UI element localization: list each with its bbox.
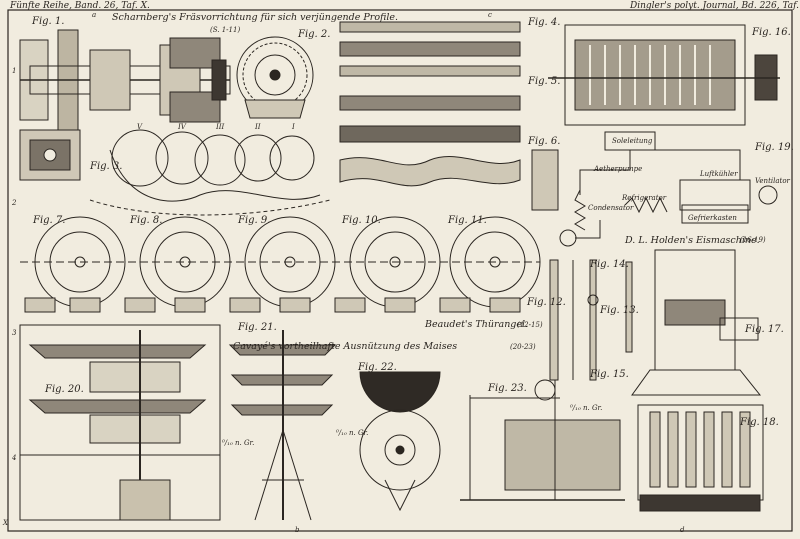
fig17-press [631,249,762,396]
fig16-drum [548,24,780,126]
border-mark-c: c [488,11,492,19]
fig-3-label: Fig. 3. [90,161,123,172]
fig-10-label: Fig. 10. [342,215,381,226]
header-right: Dingler's polyt. Journal, Bd. 226, Taf. … [630,1,800,11]
header-left: Fünfte Reihe, Band. 26, Taf. X. [10,1,150,11]
fig20-mill [19,324,221,521]
fig-5-label: Fig. 5. [528,76,561,87]
border-mark-corner: X [3,519,8,527]
fig-20-label: Fig. 20. [45,384,84,395]
fig-21-label: Fig. 21. [238,322,277,333]
fig19-ventilator: Ventilator [755,177,790,185]
fig23-machine [460,379,625,501]
fig12-15-hinge [549,259,633,381]
fig19-schematic [559,131,778,247]
scale-fig21: ⁰/₁₀ n. Gr. [222,439,255,447]
roman-ii: II [255,123,261,131]
fig-19-label: Fig. 19. [755,142,794,153]
fig-17-label: Fig. 17. [745,324,784,335]
fig-22-label: Fig. 22. [358,362,397,373]
fig19-gefrierkasten: Gefrierkasten [688,214,737,222]
fig-16-label: Fig. 16. [752,27,791,38]
fig-6-label: Fig. 6. [528,136,561,147]
fig19-soleleitung: Soleleitung [612,137,653,145]
title-scharnberg: Scharnberg's Fräsvorrichtung für sich ve… [112,12,399,23]
fig-23-label: Fig. 23. [488,383,527,394]
scale-fig23: ⁰/₁₀ n. Gr. [570,404,603,412]
roman-iv: IV [178,123,186,131]
fig22-wheel [359,371,441,512]
roman-v: V [137,123,143,131]
border-mark-4: 4 [12,454,17,462]
roman-i: I [292,123,295,131]
fig18-tank [637,404,764,512]
fig-8-label: Fig. 8. [130,215,163,226]
title-scharnberg-ref: (S. 1-11) [210,26,241,34]
title-beaudet-ref: (12-15) [517,321,543,329]
border-mark-a: a [92,11,97,19]
fig-11-label: Fig. 11. [448,215,487,226]
border-mark-b: b [295,526,300,534]
fig-1-label: Fig. 1. [32,16,65,27]
fig-13-label: Fig. 13. [600,305,639,316]
fig-15-label: Fig. 15. [590,369,629,380]
title-cavaye-ref: (20-23) [510,343,536,351]
roman-iii: III [216,123,225,131]
title-beaudet: Beaudet's Thürangel. [425,319,529,330]
fig7-11-wheels [20,216,541,313]
fig19-condensator: Condensator [588,204,634,212]
fig19-luftkuehler: Luftkühler [700,170,738,178]
title-cavaye: Cavayé's vortheilhafte Ausnützung des Ma… [233,341,458,352]
border-mark-2: 2 [12,199,17,207]
fig21-column [228,330,337,521]
title-holden-ref: (16-19) [740,236,766,244]
fig-7-label: Fig. 7. [33,215,66,226]
title-holden: D. L. Holden's Eismaschine. [625,235,760,246]
fig-12-label: Fig. 12. [527,297,566,308]
fig3-cutters [89,129,331,216]
fig-14-label: Fig. 14. [590,259,629,270]
fig-18-label: Fig. 18. [740,417,779,428]
border-mark-1: 1 [12,67,17,75]
fig19-refrigerator: Refrigerator [622,194,667,202]
fig19-aetherpumpe: Aetherpumpe [594,165,643,173]
scale-fig22: ⁰/₁₀ n. Gr. [336,429,369,437]
fig-4-label: Fig. 4. [528,17,561,28]
border-mark-d: d [680,526,685,534]
plate-border [7,9,793,532]
fig-9-label: Fig. 9. [238,215,271,226]
fig2-gear [236,36,314,119]
fig-2-label: Fig. 2. [298,29,331,40]
fig4-6-profiles [339,21,559,211]
border-mark-3: 3 [12,329,17,337]
fig1-drawing [19,29,231,181]
